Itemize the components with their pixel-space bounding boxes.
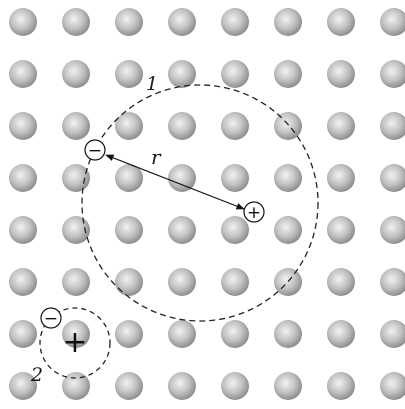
- lattice-ion: [327, 112, 355, 140]
- lattice-ion: [62, 8, 90, 36]
- lattice-ion: [62, 372, 90, 400]
- lattice-ion: [168, 372, 196, 400]
- lattice-ion: [115, 8, 143, 36]
- lattice-ion: [221, 268, 249, 296]
- lattice-ion: [274, 60, 302, 88]
- lattice-ion: [221, 8, 249, 36]
- lattice-ion: [380, 60, 405, 88]
- lattice-ion: [168, 60, 196, 88]
- lattice-ion: [62, 112, 90, 140]
- lattice-ion: [168, 8, 196, 36]
- lattice-ion: [115, 216, 143, 244]
- lattice-ion: [9, 268, 37, 296]
- lattice-ion: [168, 164, 196, 192]
- lattice-ion: [274, 8, 302, 36]
- positive-sign-large: +: [62, 325, 87, 360]
- lattice-ion: [62, 164, 90, 192]
- lattice-ion: [274, 216, 302, 244]
- lattice-ion: [380, 320, 405, 348]
- lattice-ion: [327, 216, 355, 244]
- lattice-ion: [62, 60, 90, 88]
- negative-sign: −: [44, 309, 58, 329]
- lattice-ion: [380, 268, 405, 296]
- lattice-ion: [115, 268, 143, 296]
- lattice-ion: [327, 8, 355, 36]
- negative-sign: −: [88, 141, 102, 161]
- positive-sign: +: [247, 203, 261, 223]
- positive-charge-1: +: [244, 202, 264, 223]
- lattice-ion: [9, 8, 37, 36]
- lattice-ion: [221, 320, 249, 348]
- lattice-ion: [274, 372, 302, 400]
- lattice-ion: [327, 372, 355, 400]
- lattice-ion: [9, 60, 37, 88]
- lattice-ion: [9, 216, 37, 244]
- lattice-ion: [221, 372, 249, 400]
- circle-1-label: 1: [146, 73, 158, 95]
- lattice-ion: [380, 8, 405, 36]
- lattice-ion: [115, 320, 143, 348]
- radius-label: r: [151, 145, 162, 169]
- lattice-ion: [327, 268, 355, 296]
- lattice-ion: [327, 164, 355, 192]
- lattice-ion: [380, 372, 405, 400]
- negative-charge-1: −: [85, 140, 105, 161]
- lattice-ion: [115, 372, 143, 400]
- circle-2-label: 2: [30, 364, 43, 386]
- lattice-ion: [274, 164, 302, 192]
- lattice-ion: [168, 216, 196, 244]
- lattice-ion: [115, 112, 143, 140]
- positive-charge-2: +: [62, 325, 87, 360]
- lattice-ion: [9, 320, 37, 348]
- lattice-ion: [380, 216, 405, 244]
- lattice-ion: [168, 268, 196, 296]
- lattice-ion: [274, 112, 302, 140]
- lattice-ion: [221, 60, 249, 88]
- lattice-ion: [9, 112, 37, 140]
- lattice-ion: [221, 216, 249, 244]
- lattice-ion: [380, 112, 405, 140]
- lattice-ion: [221, 112, 249, 140]
- lattice-ion: [168, 320, 196, 348]
- lattice-ion: [274, 320, 302, 348]
- lattice-ion: [380, 164, 405, 192]
- lattice-ion: [62, 268, 90, 296]
- lattice-ion: [221, 164, 249, 192]
- lattice-ion: [115, 60, 143, 88]
- negative-charge-2: −: [41, 308, 61, 329]
- lattice-ion: [168, 112, 196, 140]
- lattice-ion: [9, 164, 37, 192]
- lattice-ion: [327, 60, 355, 88]
- lattice-ion: [62, 216, 90, 244]
- lattice-ion: [327, 320, 355, 348]
